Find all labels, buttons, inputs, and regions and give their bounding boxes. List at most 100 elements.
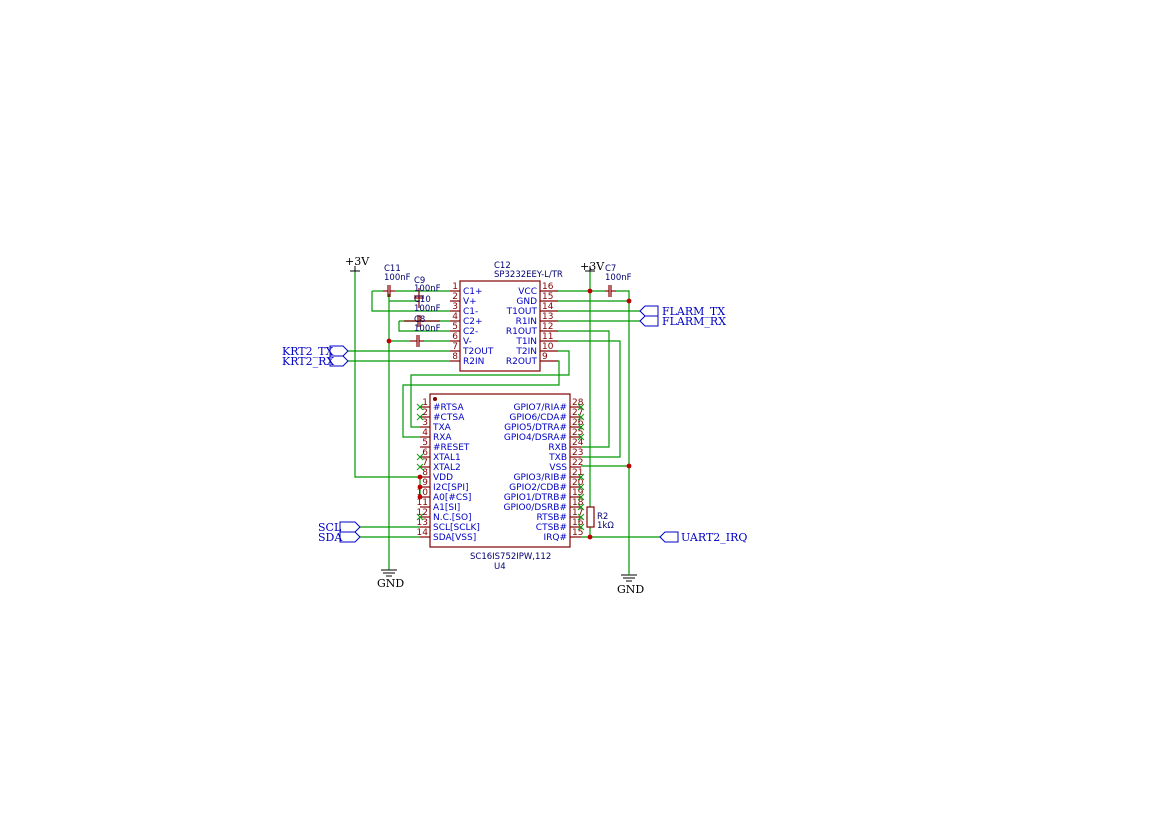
capacitor-c7[interactable]: C7 100nF	[605, 264, 632, 297]
pin-name: XTAL1	[433, 453, 461, 463]
pin-number: 12	[417, 508, 428, 518]
pin-number: 10	[542, 342, 554, 352]
capacitor-c10[interactable]: C10 100nF	[404, 295, 441, 327]
pin-number: 19	[572, 488, 584, 498]
resistor-r2[interactable]: R2 1kΩ	[586, 506, 614, 531]
pin-number: 12	[542, 322, 553, 332]
no-connect-marker	[416, 403, 424, 411]
pin-name: GND	[516, 297, 537, 307]
pin-number: 1	[422, 398, 428, 408]
label-sda[interactable]: SDA	[318, 531, 361, 544]
pin-name: GPIO3/RIB#	[513, 473, 567, 483]
pin-number: 2	[422, 408, 428, 418]
krt2-tx-text: KRT2_TX	[282, 345, 333, 358]
pin-name: R1OUT	[506, 327, 538, 337]
pin-name: IRQ#	[543, 533, 567, 543]
label-flarm-tx[interactable]: FLARM_TX	[639, 305, 725, 318]
pin-name: #CTSA	[433, 413, 465, 423]
pin-number: 25	[572, 428, 583, 438]
junction	[386, 338, 392, 344]
c12-ref: C12	[494, 261, 511, 271]
pin-number: 26	[572, 418, 584, 428]
c9-ref: C9	[414, 276, 425, 286]
pin-name: TXB	[548, 453, 567, 463]
pin-number: 16	[572, 518, 584, 528]
c7-ref: C7	[605, 264, 616, 274]
pin-5[interactable]: 5#RESET	[420, 438, 470, 453]
pin-2[interactable]: 2 #CTSA	[420, 408, 465, 423]
pin-number: 3	[422, 418, 428, 428]
pin-1[interactable]: 1 #RTSA	[420, 398, 465, 413]
pin-number: 5	[422, 438, 428, 448]
no-connect-marker	[577, 483, 585, 491]
label-krt2-tx[interactable]: KRT2_TX	[282, 345, 349, 358]
pin-name: R2IN	[463, 357, 484, 367]
pin-name: GPIO1/DTRB#	[504, 493, 567, 503]
pin-name: GPIO7/RIA#	[513, 403, 567, 413]
c12-value: SP3232EEY-L/TR	[494, 270, 563, 280]
r2-ref: R2	[597, 512, 608, 522]
pin-name: VDD	[433, 473, 453, 483]
label-krt2-rx[interactable]: KRT2_RX	[282, 355, 349, 368]
pin-number: 6	[452, 332, 458, 342]
c10-ref: C10	[414, 295, 431, 305]
capacitor-c8[interactable]: C8 100nF	[410, 315, 441, 347]
capacitor-c11[interactable]: C11 100nF	[383, 264, 411, 297]
capacitor-c9[interactable]: C9 100nF	[414, 276, 441, 308]
gnd-label-left: GND	[377, 577, 404, 590]
pin-number: 6	[422, 448, 428, 458]
junction	[587, 534, 593, 540]
pin-name: T1OUT	[506, 307, 538, 317]
junction	[417, 474, 423, 480]
pin-name: #RTSA	[433, 403, 465, 413]
label-scl[interactable]: SCL	[318, 521, 361, 534]
pin-name: TXA	[432, 423, 452, 433]
label-flarm-rx[interactable]: FLARM_RX	[639, 315, 726, 328]
pin-name: GPIO4/DSRA#	[504, 433, 567, 443]
vcc-label-right: +3V	[580, 260, 605, 273]
vcc-label-left: +3V	[345, 255, 370, 268]
label-uart2-irq[interactable]: UART2_IRQ	[659, 531, 747, 544]
gnd-label-right: GND	[617, 583, 644, 596]
